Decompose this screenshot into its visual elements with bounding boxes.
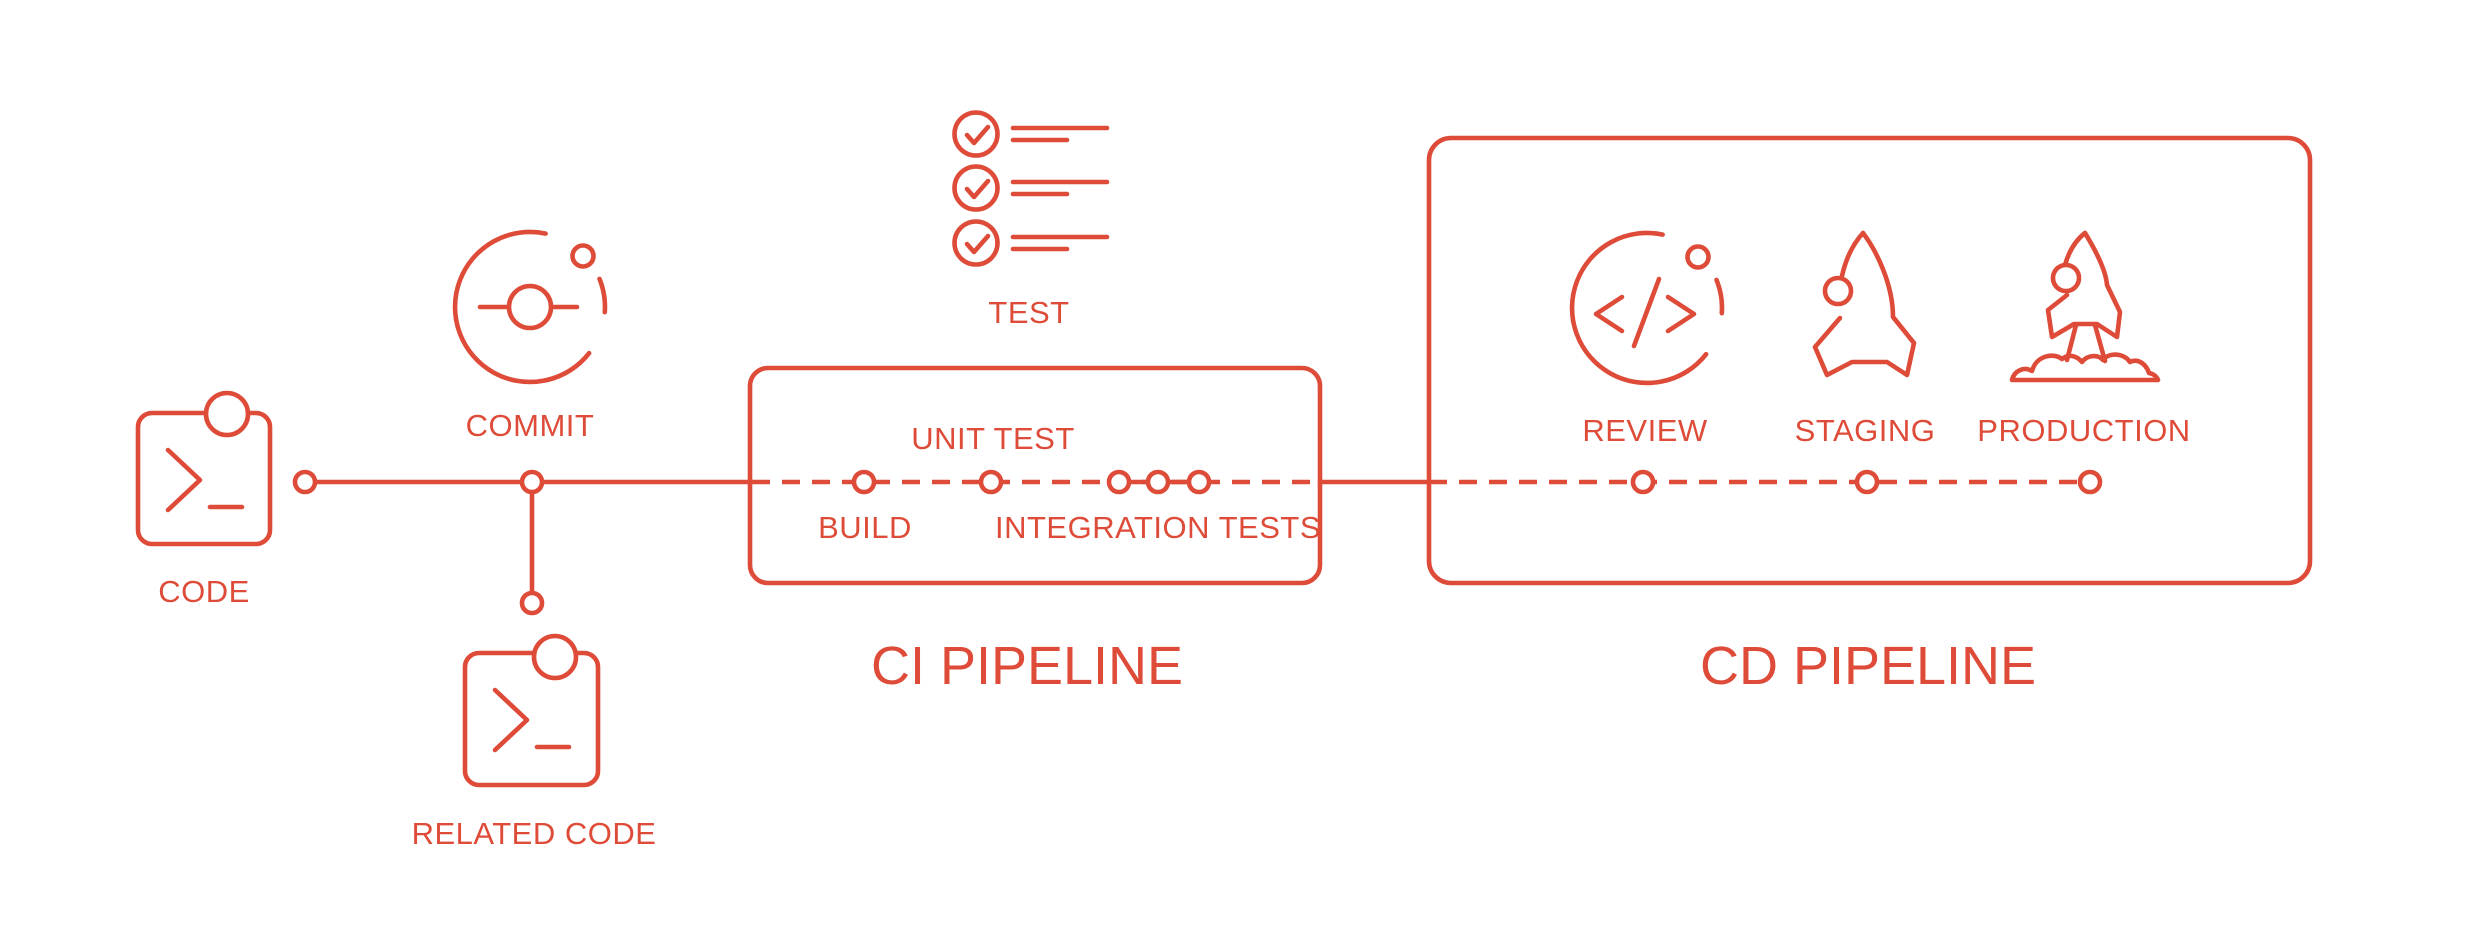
terminal-related-code-icon [462, 633, 601, 788]
unit-test-node [978, 469, 1004, 495]
production-stage-label: PRODUCTION [1977, 413, 2191, 448]
checklist-row [952, 164, 1110, 212]
staging-stage-label: STAGING [1794, 413, 1936, 448]
production-rocket-launch-icon [2009, 230, 2161, 383]
build-node [851, 469, 877, 495]
checklist-row [952, 219, 1110, 267]
review-stage-label: REVIEW [1582, 413, 1708, 448]
review-node [1630, 469, 1656, 495]
integration-node [1145, 469, 1171, 495]
ci-pipeline-box [747, 365, 1323, 586]
code-node [292, 469, 318, 495]
check-icon [964, 178, 991, 200]
check-icon [964, 233, 991, 255]
related-code-label: RELATED CODE [411, 816, 657, 851]
unit-test-stage-label: UNIT TEST [911, 421, 1075, 456]
terminal-code-icon [135, 390, 273, 547]
integration-node [1106, 469, 1132, 495]
commit-node [519, 469, 545, 495]
commit-label: COMMIT [465, 408, 595, 443]
checklist-row [952, 110, 1110, 158]
code-label: CODE [158, 574, 250, 609]
build-stage-label: BUILD [818, 510, 912, 545]
ci-pipeline-title: CI PIPELINE [870, 636, 1184, 696]
staging-rocket-icon [1812, 230, 1917, 378]
orbit-satellite-dot [1685, 244, 1711, 270]
staging-node [1854, 469, 1880, 495]
code-review-orbit-icon [1569, 230, 1725, 386]
check-icon [964, 124, 991, 146]
rocket-porthole [1822, 275, 1854, 307]
test-checklist-icon [952, 110, 1110, 267]
smoke-cloud [2009, 352, 2161, 383]
cd-pipeline-title: CD PIPELINE [1699, 636, 2037, 696]
rocket-porthole [2050, 262, 2082, 294]
integration-node [1186, 469, 1212, 495]
cd-pipeline-box [1426, 135, 2313, 586]
test-label: TEST [988, 295, 1070, 330]
integration-tests-stage-label: INTEGRATION TESTS [995, 510, 1321, 545]
orbit-satellite-dot [570, 243, 596, 269]
flow-nodes [292, 469, 2103, 616]
production-node [2077, 469, 2103, 495]
commit-orbit-icon [452, 229, 608, 385]
related-code-node [519, 590, 545, 616]
